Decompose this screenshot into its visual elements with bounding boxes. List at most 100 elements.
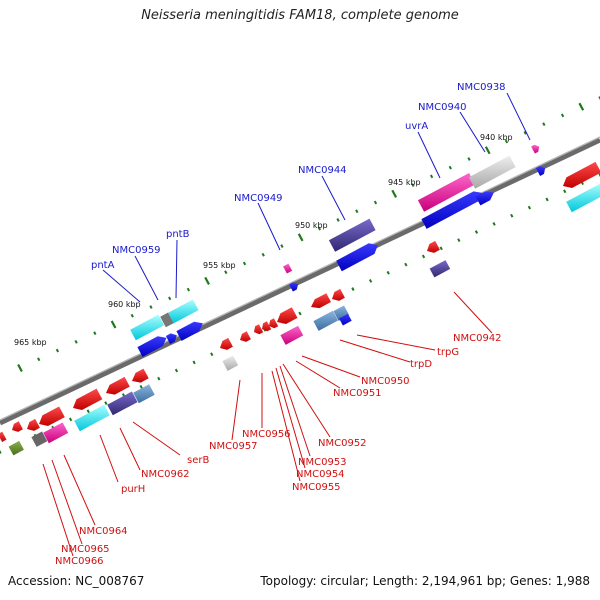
- feature-NMC0965-rna[interactable]: [31, 431, 48, 447]
- feature-serB[interactable]: [106, 376, 130, 395]
- tick-mark-inner: [563, 189, 567, 194]
- cds-uvrA[interactable]: [421, 191, 483, 229]
- feature-pntA[interactable]: [130, 314, 165, 341]
- tick-mark-inner: [68, 417, 73, 422]
- feature-pntB[interactable]: [168, 299, 199, 324]
- feature-NMC0938[interactable]: [531, 144, 540, 154]
- feature-NMC0953[interactable]: [254, 324, 264, 335]
- gene-label-NMC0953[interactable]: NMC0953: [298, 457, 347, 468]
- tick-mark-outer: [523, 130, 527, 135]
- gene-label-NMC0956[interactable]: NMC0956: [242, 429, 291, 440]
- feature-NMC0962[interactable]: [73, 388, 103, 410]
- gene-label-pntB[interactable]: pntB: [166, 229, 190, 240]
- gene-label-NMC0954[interactable]: NMC0954: [296, 469, 345, 480]
- tick-mark-outer: [429, 174, 434, 179]
- feature-NMC0952[interactable]: [277, 307, 298, 324]
- gene-label-NMC0944[interactable]: NMC0944: [298, 165, 347, 176]
- tick-mark-inner: [368, 279, 373, 283]
- tick-mark-inner: [598, 173, 600, 177]
- gene-label-serB[interactable]: serB: [187, 455, 209, 466]
- feature-NMC0940[interactable]: [468, 155, 516, 189]
- feature-trpG[interactable]: [332, 288, 345, 301]
- gene-label-trpG[interactable]: trpG: [437, 347, 459, 358]
- tick-mark-inner: [421, 254, 426, 259]
- gene-label-pntA[interactable]: pntA: [91, 260, 115, 271]
- gene-label-NMC0952[interactable]: NMC0952: [318, 438, 367, 449]
- feature-NMC0942[interactable]: [427, 240, 440, 253]
- feature-NMC0956[interactable]: [240, 331, 251, 342]
- tick-mark-outer: [204, 276, 210, 285]
- tick-mark-outer: [17, 363, 23, 373]
- feature-NMC0964[interactable]: [39, 406, 65, 427]
- cds-pntA[interactable]: [137, 336, 167, 357]
- feature-trpD[interactable]: [311, 293, 331, 309]
- feature-NMC0952-rna[interactable]: [280, 325, 304, 345]
- tick-mark-inner: [174, 368, 179, 373]
- feature-NMC0955[interactable]: [269, 318, 279, 329]
- feature-NMC0964-2[interactable]: [27, 418, 40, 431]
- gene-label-NMC0955[interactable]: NMC0955: [292, 482, 341, 493]
- tick-mark-outer: [280, 244, 284, 248]
- gene-label-uvrA[interactable]: uvrA: [405, 121, 428, 132]
- gene-label-NMC0964[interactable]: NMC0964: [79, 526, 128, 537]
- feature-uvrA[interactable]: [417, 173, 476, 212]
- feature-NMC0962-rna[interactable]: [107, 391, 138, 416]
- tick-mark-outer: [130, 313, 134, 318]
- feature-NMC0964-rna[interactable]: [43, 422, 69, 444]
- tick-mark-inner: [474, 230, 479, 234]
- tick-mark-outer: [467, 157, 471, 161]
- gene-label-NMC0962[interactable]: NMC0962: [141, 469, 190, 480]
- tick-mark-outer: [242, 261, 247, 266]
- gene-label-NMC0966[interactable]: NMC0966: [55, 556, 104, 567]
- gene-label-NMC0959[interactable]: NMC0959: [112, 245, 161, 256]
- gene-label-NMC0942[interactable]: NMC0942: [453, 333, 502, 344]
- tick-mark-outer: [93, 331, 97, 336]
- feature-left-edge[interactable]: [0, 431, 7, 442]
- feature-NMC0950[interactable]: [313, 310, 338, 331]
- feature-NMC0965[interactable]: [12, 421, 23, 432]
- feature-NMC0966[interactable]: [8, 440, 24, 456]
- tick-mark-inner: [157, 376, 161, 381]
- cds-NMC0951[interactable]: [339, 313, 352, 326]
- tick-mark-inner: [104, 401, 108, 406]
- cds-NMC0938[interactable]: [535, 166, 546, 176]
- feature-serB-2[interactable]: [132, 368, 149, 383]
- upper-leader-lines: [102, 92, 531, 303]
- gene-label-NMC0951[interactable]: NMC0951: [333, 388, 382, 399]
- scale-label-945: 945 kbp: [388, 178, 421, 187]
- gene-label-NMC0938[interactable]: NMC0938: [457, 82, 506, 93]
- tick-mark-outer: [261, 252, 265, 257]
- feature-NMC0959[interactable]: [160, 312, 174, 328]
- tick-mark-inner: [192, 360, 196, 365]
- tick-mark-inner: [86, 409, 90, 414]
- gene-label-NMC0940[interactable]: NMC0940: [418, 102, 467, 113]
- feature-NMC0957[interactable]: [220, 337, 233, 350]
- feature-NMC0949[interactable]: [283, 263, 293, 274]
- cds-NMC0949[interactable]: [289, 282, 299, 292]
- tick-mark-outer: [598, 96, 600, 100]
- scale-label-955: 955 kbp: [203, 261, 236, 270]
- cds-NMC0944[interactable]: [336, 243, 378, 272]
- feature-purH[interactable]: [74, 404, 110, 432]
- gene-label-NMC0950[interactable]: NMC0950: [361, 376, 410, 387]
- gene-label-NMC0965[interactable]: NMC0965: [61, 544, 110, 555]
- tick-mark-inner: [439, 246, 443, 251]
- tick-mark-outer: [149, 305, 153, 309]
- feature-serB-rna[interactable]: [133, 384, 155, 404]
- cds-pntB[interactable]: [176, 321, 203, 341]
- feature-NMC0942-rna[interactable]: [429, 260, 451, 278]
- feature-right-edge-rna[interactable]: [566, 183, 600, 213]
- tick-mark-inner: [457, 238, 461, 243]
- cds-NMC0940[interactable]: [475, 191, 494, 206]
- cds-NMC0959[interactable]: [165, 333, 177, 344]
- tick-mark-inner: [545, 197, 549, 202]
- feature-NMC0944[interactable]: [328, 218, 376, 252]
- gene-label-purH[interactable]: purH: [121, 484, 145, 495]
- gene-label-NMC0957[interactable]: NMC0957: [209, 441, 258, 452]
- feature-right-edge[interactable]: [563, 161, 600, 188]
- gene-label-trpD[interactable]: trpD: [410, 359, 432, 370]
- feature-NMC0954[interactable]: [262, 321, 272, 332]
- gene-label-NMC0949[interactable]: NMC0949: [234, 193, 283, 204]
- feature-NMC0957-rna[interactable]: [222, 355, 239, 371]
